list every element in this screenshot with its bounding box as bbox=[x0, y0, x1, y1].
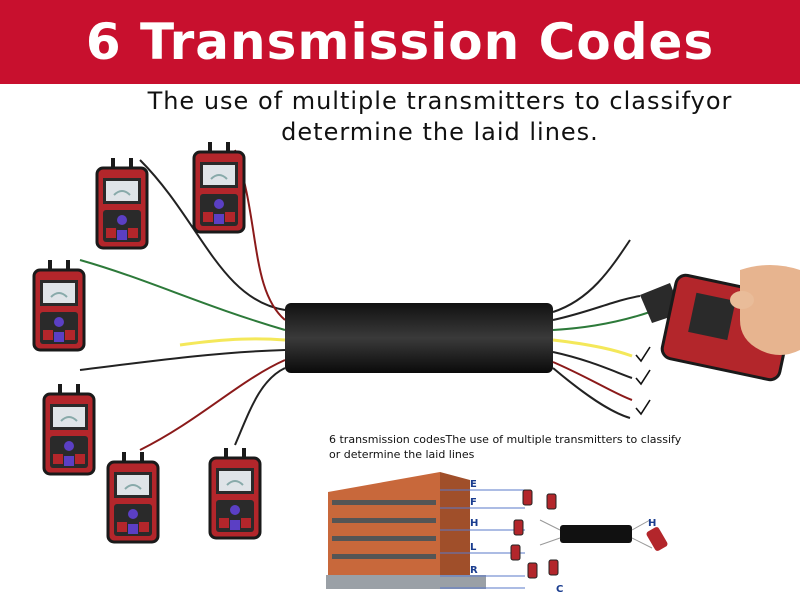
line-label-f: F bbox=[470, 497, 477, 508]
inset-illustration bbox=[326, 472, 668, 589]
transmitter-5 bbox=[106, 450, 160, 544]
transmitter-3 bbox=[32, 258, 86, 352]
page-title: 6 Transmission Codes bbox=[85, 13, 715, 71]
wires-right bbox=[552, 239, 651, 419]
transmitter-6 bbox=[208, 446, 262, 540]
subtitle-line-1: The use of multiple transmitters to clas… bbox=[147, 87, 733, 115]
line-label-l: L bbox=[470, 542, 477, 553]
cable-icon bbox=[285, 303, 553, 373]
line-label-e: E bbox=[470, 479, 477, 490]
checkmark-icon bbox=[635, 346, 651, 416]
line-label-h: H bbox=[470, 518, 479, 529]
line-label-c: C bbox=[556, 584, 564, 595]
inset-caption: 6 transmission codesThe use of multiple … bbox=[329, 433, 682, 461]
transmitter-2 bbox=[192, 140, 246, 234]
line-label-r: R bbox=[470, 565, 478, 576]
title-banner bbox=[0, 0, 800, 84]
subtitle-line-2: determine the laid lines. bbox=[281, 118, 599, 146]
subtitle: The use of multiple transmitters to clas… bbox=[120, 86, 760, 148]
receiver-label: H bbox=[648, 518, 657, 529]
transmitter-4 bbox=[42, 382, 96, 476]
transmitter-1 bbox=[95, 156, 149, 250]
hand-icon bbox=[730, 265, 800, 355]
